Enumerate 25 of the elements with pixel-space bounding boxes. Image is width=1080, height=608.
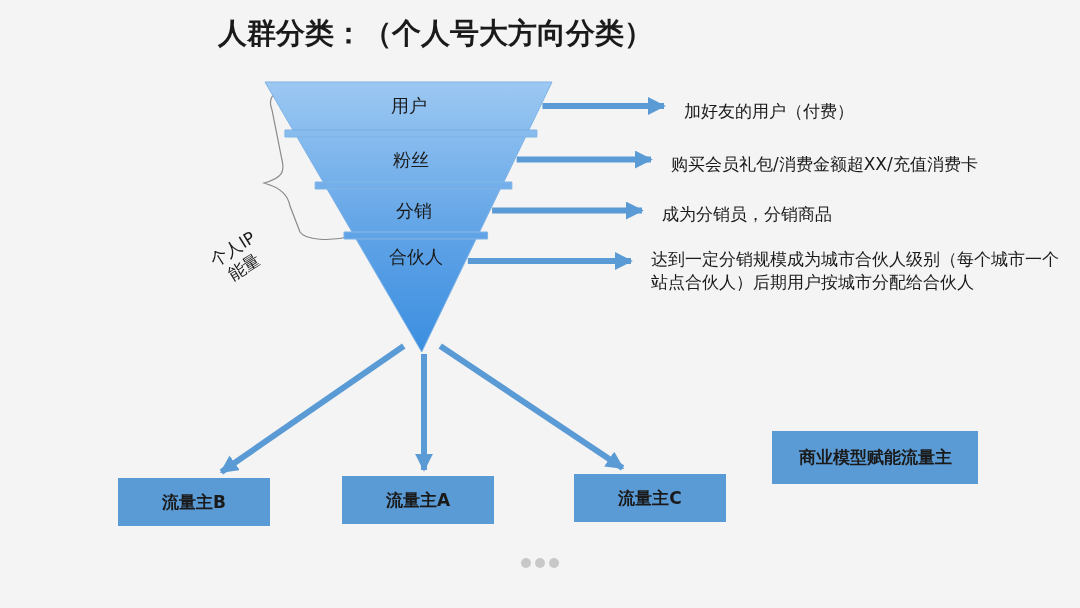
process-box: 商业模型赋能流量主: [772, 431, 978, 484]
arrow: [415, 354, 433, 472]
description-text: 加好友的用户（付费）: [684, 100, 944, 126]
section-label: 用户: [389, 94, 428, 118]
funnel-tip-section: [356, 239, 477, 352]
process-box: 流量主C: [574, 474, 726, 522]
description-text: 达到一定分销规模成为城市合伙人级别（每个城市一个站点合伙人）后期用户按城市分配给合伙人: [651, 248, 1069, 320]
annotation-text: 个人IP能量: [205, 226, 265, 287]
section-label: 粉丝: [392, 147, 431, 172]
arrow: [467, 252, 633, 270]
funnel-section: [265, 82, 552, 137]
funnel-section: [327, 189, 501, 239]
arrow: [219, 343, 406, 475]
section-label: 分销: [394, 198, 433, 223]
arrow: [492, 201, 644, 220]
arrow: [516, 150, 653, 169]
process-box: 流量主A: [342, 476, 494, 524]
arrow: [542, 97, 666, 115]
title: 人群分类：（个人号大方向分类）: [218, 15, 653, 52]
description-text: 购买会员礼包/消费金额超XX/充值消费卡: [671, 153, 1051, 179]
funnel-section: [296, 137, 526, 189]
description-text: 成为分销员，分销商品: [662, 203, 922, 229]
arrow: [438, 343, 625, 471]
section-label: 合伙人: [388, 245, 445, 269]
process-box: 流量主B: [118, 478, 270, 526]
